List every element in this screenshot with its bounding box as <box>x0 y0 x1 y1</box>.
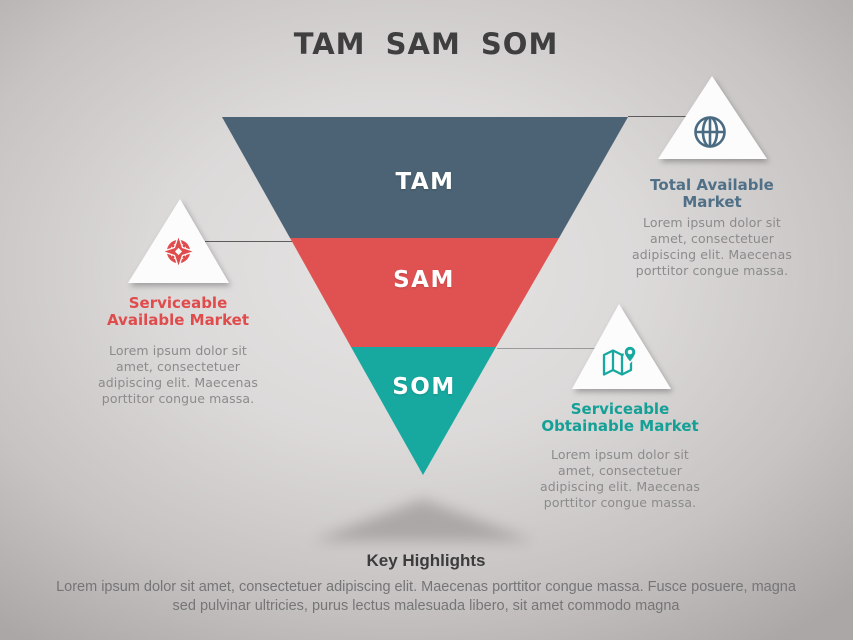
funnel-segment-sam <box>290 238 559 347</box>
key-highlights-heading: Key Highlights <box>366 551 486 570</box>
key-highlights-body: Lorem ipsum dolor sit amet, consectetuer… <box>56 579 796 614</box>
funnel-label-sam: SAM <box>393 267 455 293</box>
funnel-tip-shadow <box>313 499 533 541</box>
map-location-icon <box>602 345 637 376</box>
page-title: TAM SAM SOM <box>293 27 559 61</box>
callout-body-tam: Lorem ipsum dolor sit amet, consectetuer… <box>632 215 792 278</box>
callout-body-sam: Lorem ipsum dolor sit amet, consectetuer… <box>98 343 258 406</box>
callout-heading-som: Serviceable Obtainable Market <box>541 400 699 435</box>
funnel-segment-som <box>351 347 496 475</box>
funnel-label-tam: TAM <box>395 169 455 195</box>
callout-triangle-som <box>572 304 671 389</box>
callout-heading-sam: Serviceable Available Market <box>106 294 250 329</box>
funnel-label-som: SOM <box>392 374 456 400</box>
compass-icon <box>160 233 197 270</box>
globe-icon <box>694 116 726 148</box>
funnel-segment-tam <box>222 117 628 238</box>
callout-heading-tam: Total Available Market <box>650 176 774 211</box>
callout-body-som: Lorem ipsum dolor sit amet, consectetuer… <box>540 447 700 510</box>
